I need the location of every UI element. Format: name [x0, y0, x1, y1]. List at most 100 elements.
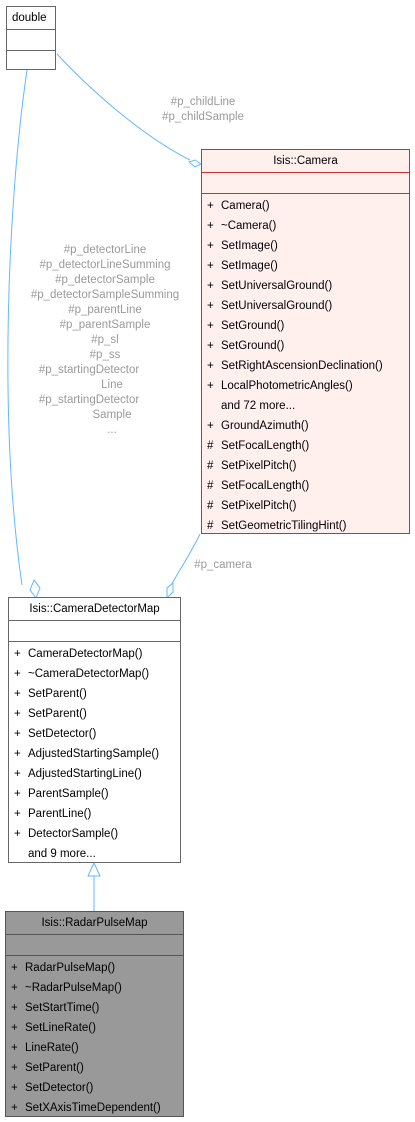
operation[interactable]: +ParentSample() — [9, 784, 180, 804]
visibility-marker: + — [207, 280, 214, 292]
operation-name: SetLineRate() — [25, 1022, 96, 1034]
operation[interactable]: +SetStartTime() — [6, 998, 183, 1018]
class-attributes — [7, 30, 55, 51]
visibility-marker: + — [14, 668, 21, 680]
operation-name: AdjustedStartingSample() — [28, 748, 160, 760]
edge-label-line: #p_ss — [89, 349, 121, 361]
operation[interactable]: + AdjustedStartingSample() — [9, 744, 180, 764]
edge-camera-to-camera-detector-map — [171, 533, 201, 585]
operation[interactable]: +SetLineRate() — [6, 1018, 183, 1038]
visibility-marker: + — [14, 648, 21, 660]
operation[interactable]: # SetFocalLength() — [202, 436, 409, 456]
operation[interactable]: +SetGround() — [202, 336, 409, 356]
operation[interactable]: + ~Camera() — [202, 216, 409, 236]
class-title: double — [7, 7, 55, 30]
operation[interactable]: +~RadarPulseMap() — [6, 978, 183, 998]
operation[interactable]: + SetParent() — [9, 704, 180, 724]
operation-name: LineRate() — [25, 1042, 79, 1054]
visibility-marker: + — [14, 748, 21, 760]
visibility-marker: + — [11, 1042, 18, 1054]
edge-double-to-camera-detector-map — [7, 69, 28, 586]
operation[interactable]: + SetGround() — [202, 316, 409, 336]
operation[interactable]: + SetUniversalGround() — [202, 276, 409, 296]
class-title: Isis::RadarPulseMap — [6, 912, 183, 935]
operation-name: ~Camera() — [221, 220, 277, 232]
visibility-marker: + — [14, 808, 21, 820]
visibility-marker: + — [207, 300, 214, 312]
visibility-marker: + — [207, 260, 214, 272]
operation[interactable]: +LocalPhotometricAngles() — [202, 376, 409, 396]
operation[interactable]: + SetUniversalGround() — [202, 296, 409, 316]
operation[interactable]: +SetParent() — [6, 1058, 183, 1078]
operation-name: SetImage() — [221, 240, 278, 252]
visibility-marker: + — [14, 708, 21, 720]
class-node-double[interactable]: double — [6, 6, 56, 70]
operation-name: SetStartTime() — [25, 1002, 100, 1014]
operation[interactable]: +SetParent() — [9, 684, 180, 704]
operation-name: SetGround() — [221, 320, 285, 332]
aggregation-diamond-camera-cdm — [166, 581, 174, 600]
visibility-marker: + — [207, 320, 214, 332]
visibility-marker: + — [207, 340, 214, 352]
class-node-radar-pulse-map[interactable]: Isis::RadarPulseMap +RadarPulseMap() +~R… — [5, 911, 184, 1117]
visibility-marker: + — [207, 380, 214, 392]
operation-name: DetectorSample() — [28, 828, 119, 840]
operation-name: and 72 more... — [221, 400, 296, 412]
operation-name: GroundAzimuth() — [221, 420, 309, 432]
visibility-marker: + — [207, 240, 214, 252]
operation[interactable]: + SetImage() — [202, 236, 409, 256]
operation[interactable]: + ParentLine() — [9, 804, 180, 824]
operation[interactable]: + LineRate() — [6, 1038, 183, 1058]
visibility-marker: + — [14, 728, 21, 740]
operation[interactable]: #SetFocalLength() — [202, 476, 409, 496]
operation-name: ~RadarPulseMap() — [25, 982, 122, 994]
operation[interactable]: +SetImage() — [202, 256, 409, 276]
operation-name: ParentLine() — [28, 808, 92, 820]
operation[interactable]: +GroundAzimuth() — [202, 416, 409, 436]
operation-name: SetDetector() — [25, 1082, 94, 1094]
operation[interactable]: +SetXAxisTimeDependent() — [6, 1098, 183, 1118]
operation[interactable]: +DetectorSample() — [9, 824, 180, 844]
operation[interactable]: +AdjustedStartingLine() — [9, 764, 180, 784]
operation[interactable]: +SetRightAscensionDeclination() — [202, 356, 409, 376]
operation[interactable]: +RadarPulseMap() — [6, 958, 183, 978]
edge-label-line: ... — [107, 424, 117, 436]
visibility-marker: # — [207, 440, 214, 452]
operation-name: CameraDetectorMap() — [28, 648, 143, 660]
operation[interactable]: +Camera() — [202, 196, 409, 216]
operation[interactable]: + CameraDetectorMap() — [9, 644, 180, 664]
class-node-camera-detector-map[interactable]: Isis::CameraDetectorMap +CameraDetectorM… — [8, 597, 181, 863]
operation[interactable]: #SetPixelPitch() — [202, 456, 409, 476]
visibility-marker: + — [11, 1062, 18, 1074]
aggregation-diamond-double-camera — [187, 159, 202, 168]
visibility-marker: + — [207, 220, 214, 232]
operation[interactable]: +SetDetector() — [6, 1078, 183, 1098]
operation-name: SetDetector() — [28, 728, 97, 740]
class-attributes — [6, 935, 183, 956]
edge-label-line: #p_detectorLine — [63, 244, 147, 256]
operation-name: SetUniversalGround() — [221, 280, 333, 292]
operation-name: SetParent() — [28, 708, 87, 720]
operation-name: SetFocalLength() — [221, 440, 310, 452]
operation[interactable]: + SetDetector() — [9, 724, 180, 744]
class-attributes — [9, 621, 180, 642]
operation-name: SetUniversalGround() — [221, 300, 333, 312]
more-operations-link[interactable]: and 72 more... — [202, 396, 409, 416]
operation-name: SetFocalLength() — [221, 480, 310, 492]
operation[interactable]: +~CameraDetectorMap() — [9, 664, 180, 684]
operation[interactable]: #SetGeometricTilingHint() — [202, 516, 409, 536]
more-operations-link[interactable]: and 9 more... — [9, 844, 180, 864]
operation[interactable]: #SetPixelPitch() — [202, 496, 409, 516]
edge-label-line: Line — [101, 379, 123, 391]
operation-name: and 9 more... — [28, 848, 96, 860]
edge-label-line: #p_childSample — [162, 111, 244, 123]
class-node-camera[interactable]: Isis::Camera +Camera() +~Camera() +SetIm… — [201, 149, 410, 534]
class-attributes — [202, 173, 409, 194]
edge-label-line: Sample — [92, 409, 132, 421]
visibility-marker: + — [207, 200, 214, 212]
operation-name: RadarPulseMap() — [25, 962, 116, 974]
edge-label-camera: #p_camera — [188, 558, 258, 573]
edge-label-line: #p_parentSample — [59, 319, 151, 331]
visibility-marker: + — [14, 768, 21, 780]
